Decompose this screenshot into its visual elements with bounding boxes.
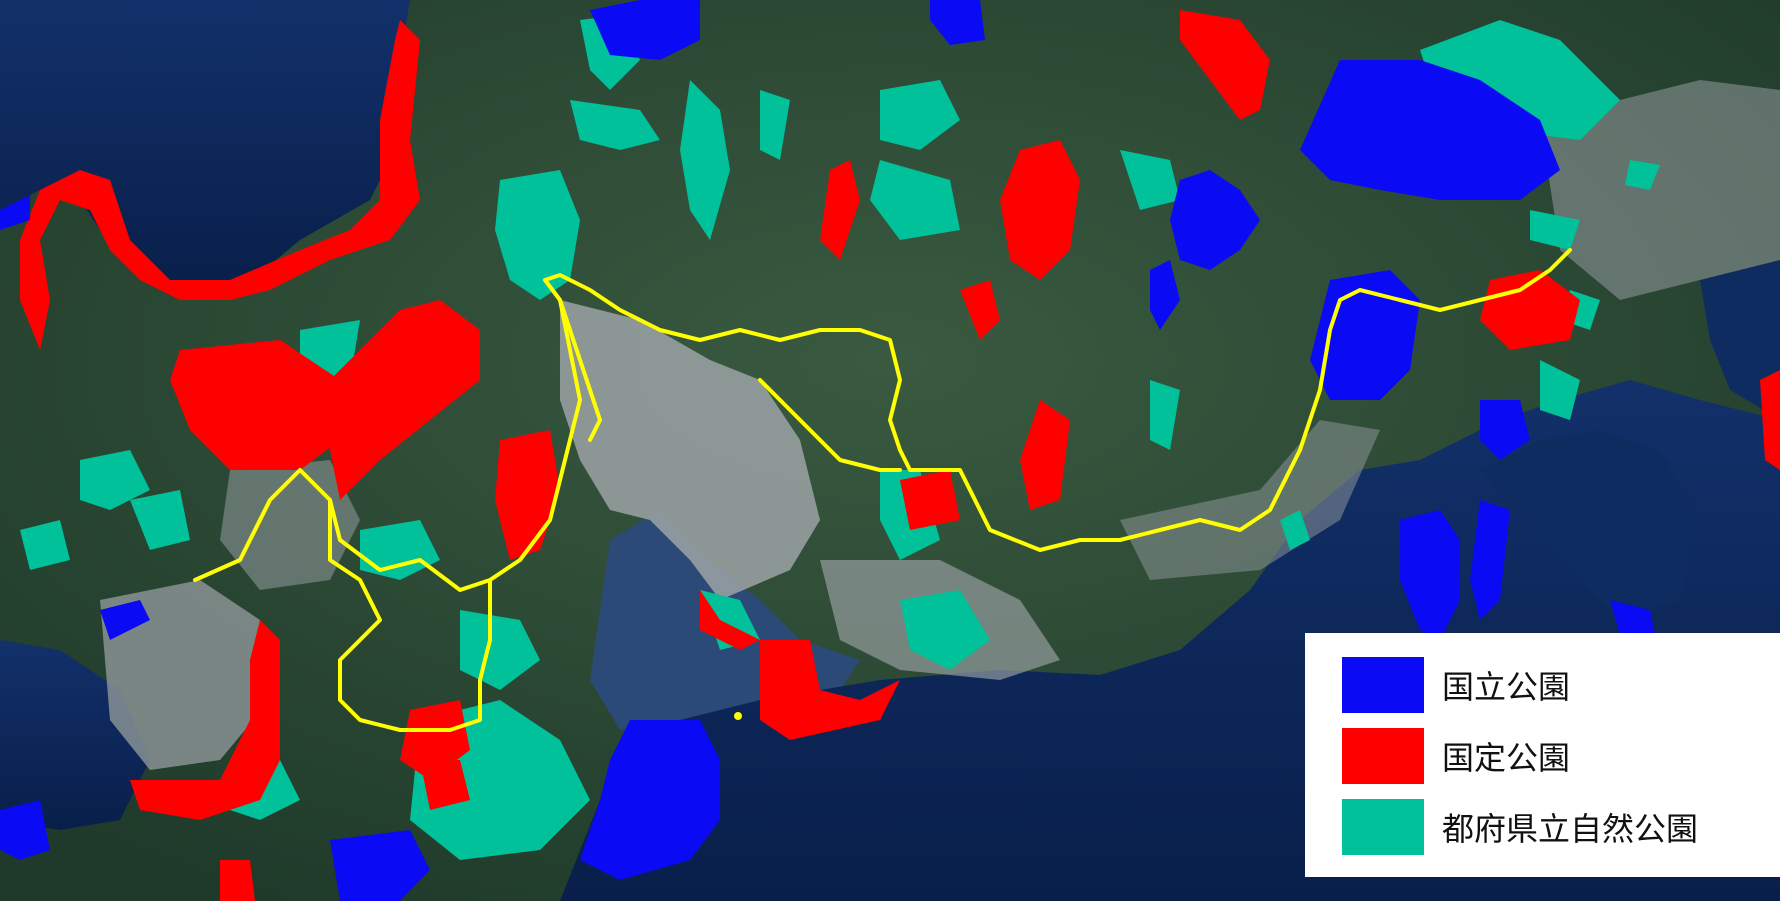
prefectural-natural-park-areas — [20, 15, 1660, 860]
trail-route — [193, 248, 1572, 732]
legend-swatch-national-park — [1342, 657, 1424, 713]
urban-osaka-plain — [100, 580, 270, 770]
legend-item-prefectural-natural-park: 都府県立自然公園 — [1342, 799, 1780, 855]
urban-shizuoka — [1120, 420, 1380, 580]
urban-nobi-plain — [560, 300, 820, 600]
legend-item-national-park: 国立公園 — [1342, 657, 1780, 713]
sea-sagami-bay — [1480, 430, 1700, 620]
map-legend: 国立公園 国定公園 都府県立自然公園 — [1305, 633, 1780, 877]
urban-kanto — [1540, 80, 1780, 300]
location-marker — [734, 712, 742, 720]
legend-label-prefectural-natural-park: 都府県立自然公園 — [1442, 810, 1699, 848]
legend-label-national-park: 国立公園 — [1442, 668, 1571, 706]
legend-item-quasi-national-park: 国定公園 — [1342, 728, 1780, 784]
legend-swatch-prefectural-natural-park — [1342, 799, 1424, 855]
legend-swatch-quasi-national-park — [1342, 728, 1424, 784]
legend-label-quasi-national-park: 国定公園 — [1442, 739, 1571, 777]
